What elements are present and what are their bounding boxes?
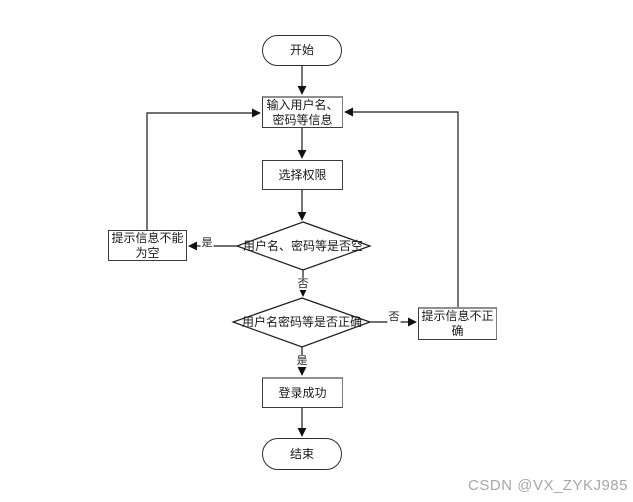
node-end: 结束: [262, 438, 342, 470]
decision-check-correct-shape: [231, 297, 372, 348]
node-check-empty-label: 用户名、密码等是否空: [242, 239, 363, 253]
node-login-success: 登录成功: [262, 377, 343, 408]
csdn-watermark: CSDN @VX_ZYKJ985: [468, 477, 628, 494]
node-check-correct-label: 用户名密码等是否正确: [241, 315, 362, 329]
edge-label-empty-yes: 是: [200, 236, 214, 249]
edge-label-empty-no: 否: [296, 277, 310, 290]
node-start: 开始: [262, 35, 342, 66]
node-prompt-empty: 提示信息不能为空: [108, 230, 187, 261]
node-select-permission: 选择权限: [262, 160, 343, 190]
decision-check-empty-shape: [235, 221, 372, 271]
node-prompt-incorrect: 提示信息不正确: [418, 307, 497, 340]
edge-prompt-empty-to-input: [146, 108, 261, 230]
edge-label-correct-no: 否: [387, 310, 401, 323]
node-input-info: 输入用户名、密码等信息: [262, 96, 343, 128]
edge-label-correct-yes: 是: [295, 354, 309, 367]
edge-prompt-incorrect-to-input: [344, 107, 459, 307]
